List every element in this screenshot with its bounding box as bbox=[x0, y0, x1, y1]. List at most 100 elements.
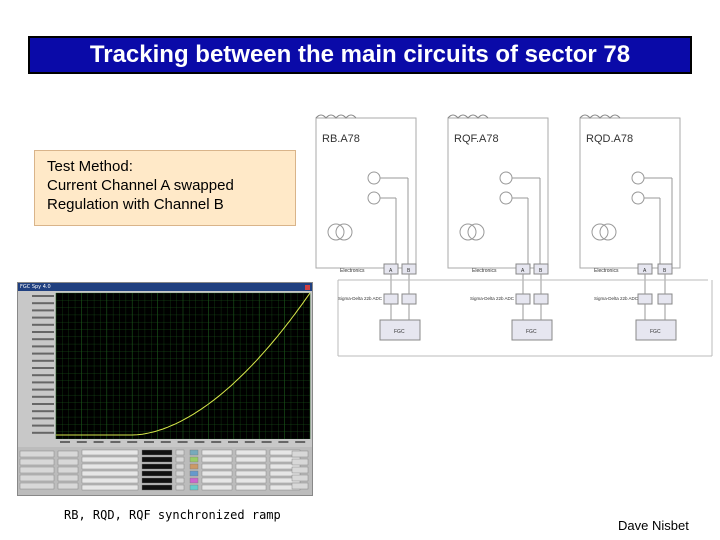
panel-toggle[interactable] bbox=[175, 470, 185, 477]
y-axis-labels bbox=[18, 291, 56, 443]
y-tick-label bbox=[32, 323, 54, 326]
circuit-rb-fgc: FGC bbox=[394, 329, 405, 335]
panel-field[interactable] bbox=[235, 449, 267, 456]
current-trace bbox=[56, 292, 311, 436]
panel-toggle[interactable] bbox=[175, 484, 185, 491]
panel-button[interactable] bbox=[57, 458, 79, 466]
y-tick-label bbox=[32, 316, 54, 319]
panel-field[interactable] bbox=[201, 470, 233, 477]
circuit-rqf-electronics: Electronics bbox=[472, 268, 497, 274]
circuit-rqf-label: RQF.A78 bbox=[454, 133, 499, 145]
panel-button[interactable] bbox=[19, 466, 55, 474]
y-tick-label bbox=[32, 388, 54, 391]
panel-field[interactable] bbox=[81, 477, 139, 484]
panel-field[interactable] bbox=[201, 463, 233, 470]
panel-field[interactable] bbox=[201, 484, 233, 491]
panel-led[interactable] bbox=[189, 449, 199, 456]
panel-led[interactable] bbox=[189, 463, 199, 470]
y-tick-label bbox=[32, 431, 54, 434]
x-tick-label bbox=[60, 441, 70, 443]
circuit-rqd: RQD.A78 Electronics A B Sigma-Delta 22b … bbox=[579, 114, 681, 341]
panel-display[interactable] bbox=[141, 449, 173, 456]
x-tick-label bbox=[127, 441, 138, 443]
panel-button[interactable] bbox=[19, 458, 55, 466]
y-tick-label bbox=[32, 367, 54, 369]
panel-button[interactable] bbox=[291, 466, 309, 474]
circuit-rb: RB.A78 Electronics A B Sigma-Delta 22b A… bbox=[315, 114, 421, 341]
panel-field[interactable] bbox=[235, 484, 267, 491]
panel-display[interactable] bbox=[141, 477, 173, 484]
panel-button[interactable] bbox=[291, 450, 309, 458]
panel-field[interactable] bbox=[81, 456, 139, 463]
panel-field[interactable] bbox=[81, 484, 139, 491]
x-tick-label bbox=[144, 441, 154, 443]
y-tick-label bbox=[32, 424, 54, 427]
fgc-spy-window: FGC Spy 4.0 bbox=[17, 282, 313, 496]
y-tick-label bbox=[32, 403, 54, 405]
panel-field[interactable] bbox=[269, 470, 301, 477]
panel-display[interactable] bbox=[141, 470, 173, 477]
circuit-rqd-ch-b: B bbox=[663, 268, 667, 274]
panel-button[interactable] bbox=[291, 458, 309, 466]
x-tick-label bbox=[110, 441, 121, 443]
fgc-spy-content bbox=[18, 291, 312, 495]
panel-led[interactable] bbox=[189, 484, 199, 491]
circuit-rqf-fgc: FGC bbox=[526, 329, 537, 335]
x-tick-label bbox=[76, 441, 87, 443]
circuit-rb-adc: Sigma-Delta 22b ADC bbox=[338, 296, 383, 301]
panel-toggle[interactable] bbox=[175, 463, 185, 470]
panel-field[interactable] bbox=[235, 456, 267, 463]
x-tick-label bbox=[211, 441, 222, 443]
panel-led[interactable] bbox=[189, 477, 199, 484]
y-tick-label bbox=[32, 417, 54, 420]
panel-toggle[interactable] bbox=[175, 449, 185, 456]
panel-field[interactable] bbox=[81, 463, 139, 470]
panel-button[interactable] bbox=[19, 474, 55, 482]
x-axis-labels bbox=[60, 441, 306, 443]
panel-button[interactable] bbox=[291, 482, 309, 490]
panel-toggle[interactable] bbox=[175, 456, 185, 463]
y-tick-label bbox=[32, 338, 54, 341]
x-tick-label bbox=[244, 441, 255, 443]
panel-field[interactable] bbox=[81, 449, 139, 456]
y-tick-label bbox=[32, 381, 54, 384]
control-panel bbox=[18, 447, 312, 495]
panel-field[interactable] bbox=[235, 463, 267, 470]
y-tick-label bbox=[32, 345, 54, 348]
method-line-1: Test Method: bbox=[47, 158, 133, 175]
panel-button[interactable] bbox=[57, 482, 79, 490]
panel-led[interactable] bbox=[189, 470, 199, 477]
circuit-rqd-label: RQD.A78 bbox=[586, 133, 633, 145]
panel-button[interactable] bbox=[291, 474, 309, 482]
x-tick-label bbox=[278, 441, 289, 443]
panel-display[interactable] bbox=[141, 463, 173, 470]
panel-field[interactable] bbox=[269, 463, 301, 470]
x-tick-label bbox=[228, 441, 238, 443]
panel-field[interactable] bbox=[235, 470, 267, 477]
circuit-rb-electronics: Electronics bbox=[340, 268, 365, 274]
panel-field[interactable] bbox=[201, 449, 233, 456]
panel-led[interactable] bbox=[189, 456, 199, 463]
panel-button[interactable] bbox=[57, 474, 79, 482]
panel-toggle[interactable] bbox=[175, 477, 185, 484]
panel-field[interactable] bbox=[201, 477, 233, 484]
panel-field[interactable] bbox=[201, 456, 233, 463]
y-tick-label bbox=[32, 331, 54, 333]
circuit-rqd-fgc: FGC bbox=[650, 329, 661, 335]
panel-button[interactable] bbox=[19, 450, 55, 458]
fgc-spy-titlebar: FGC Spy 4.0 bbox=[18, 283, 312, 291]
panel-button[interactable] bbox=[19, 482, 55, 490]
circuit-rqf-ch-a: A bbox=[521, 268, 525, 274]
panel-field[interactable] bbox=[235, 477, 267, 484]
circuit-rb-ch-b: B bbox=[407, 268, 411, 274]
x-tick-label bbox=[160, 441, 171, 443]
y-tick-label bbox=[32, 359, 54, 362]
close-icon[interactable] bbox=[305, 284, 310, 290]
panel-button[interactable] bbox=[57, 450, 79, 458]
panel-field[interactable] bbox=[81, 470, 139, 477]
panel-display[interactable] bbox=[141, 456, 173, 463]
circuit-rqd-ch-a: A bbox=[643, 268, 647, 274]
panel-button[interactable] bbox=[57, 466, 79, 474]
panel-display[interactable] bbox=[141, 484, 173, 491]
circuit-rqf-adc: Sigma-Delta 22b ADC bbox=[470, 296, 515, 301]
